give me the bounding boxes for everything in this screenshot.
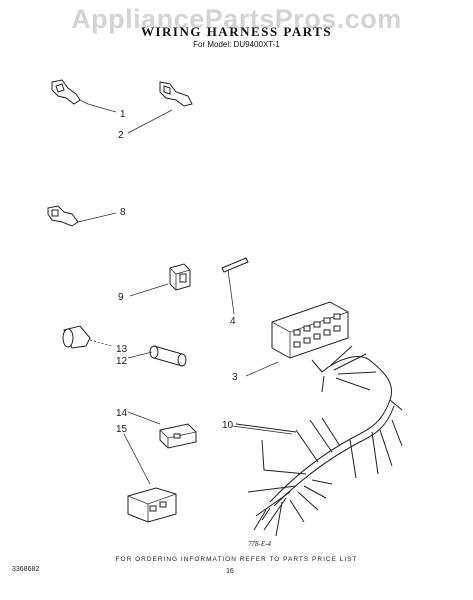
document-code: 3368682	[12, 566, 40, 573]
callout-1: 1	[120, 109, 126, 120]
part-4-pin	[221, 257, 249, 315]
part-1-terminal	[51, 79, 117, 113]
part-8-terminal	[47, 205, 117, 227]
part-2-terminal	[127, 81, 193, 134]
watermark: AppliancePartsPros.com	[71, 4, 402, 34]
page-title: WIRING HARNESS PARTS	[140, 24, 333, 39]
callout-4: 4	[230, 316, 236, 327]
callout-9: 9	[118, 292, 124, 303]
model-subtitle: For Model: DU9400XT-1	[193, 40, 280, 49]
callout-8: 8	[120, 207, 126, 218]
callout-2: 2	[118, 130, 124, 141]
callout-15: 15	[116, 424, 128, 435]
page-number: 16	[226, 568, 234, 575]
callout-14: 14	[116, 408, 128, 419]
callout-3: 3	[232, 372, 238, 383]
part-12-splice	[127, 345, 187, 367]
diagram-signature: 778-E-4	[248, 540, 271, 548]
part-15-connector	[123, 433, 177, 523]
terminal-block-slots	[293, 313, 341, 348]
part-10-wiring-harness	[231, 345, 403, 537]
ordering-note: FOR ORDERING INFORMATION REFER TO PARTS …	[115, 556, 358, 563]
part-13-wire-nut	[62, 325, 113, 349]
callout-12: 12	[116, 356, 128, 367]
callout-10: 10	[222, 420, 234, 431]
part-3-terminal-block	[245, 301, 349, 377]
callout-13: 13	[116, 344, 128, 355]
part-14-connector	[127, 411, 197, 449]
part-9-connector	[129, 263, 191, 297]
